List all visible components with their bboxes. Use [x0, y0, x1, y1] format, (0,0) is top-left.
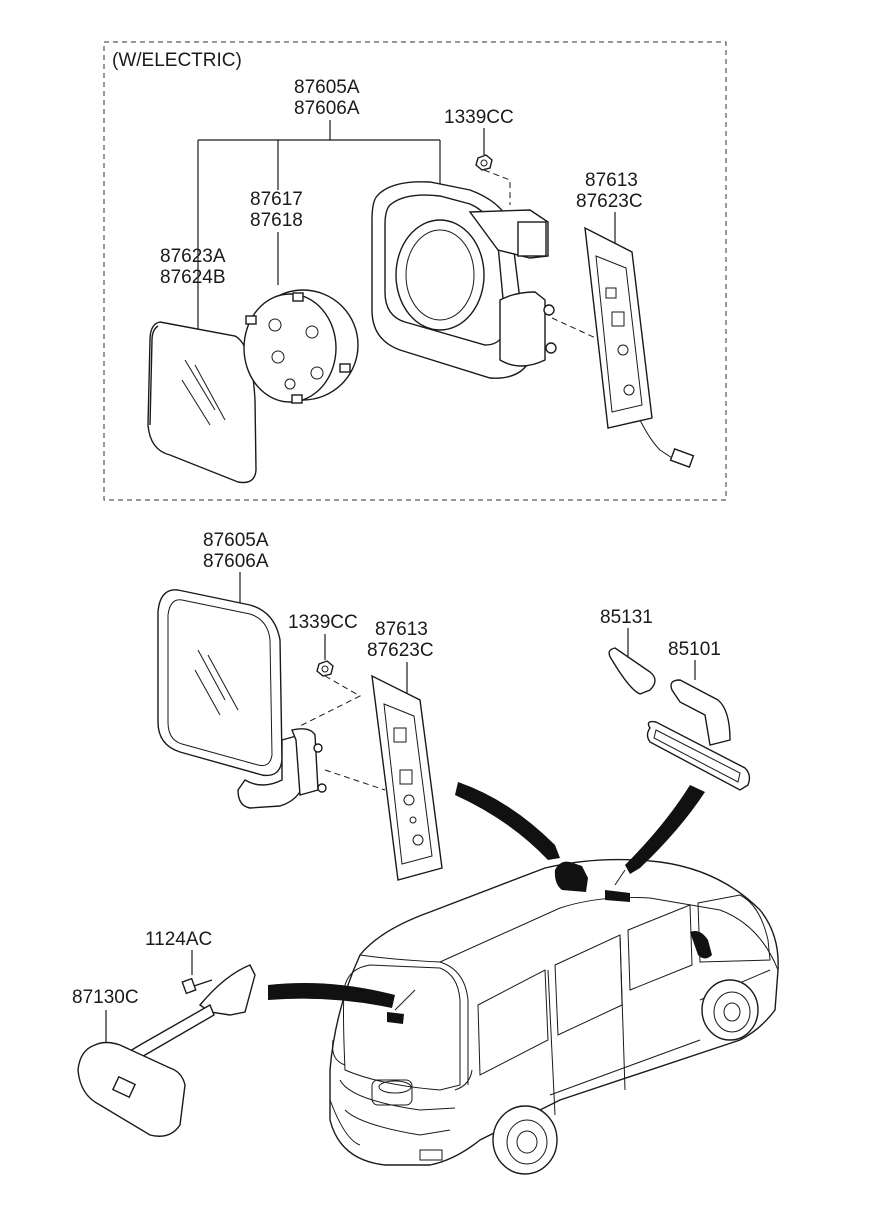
section-label: (W/ELECTRIC) — [112, 50, 242, 71]
callout-lower-cover-a: 87613 — [375, 619, 428, 640]
callout-room-lamp: 85131 — [600, 607, 653, 628]
lower-cover-guide — [324, 769, 386, 791]
lower-nut-guide — [299, 675, 362, 727]
callout-upper-glass-b: 87624B — [160, 267, 226, 288]
callout-upper-actuator-a: 87617 — [250, 189, 303, 210]
callout-upper-cover-b: 87623C — [576, 191, 643, 212]
van-rear-mirror-marker — [387, 1012, 404, 1024]
lower-nut — [316, 660, 334, 677]
upper-mirror-glass — [147, 321, 257, 484]
upper-leader-lines — [197, 120, 616, 330]
van-room-mirror-marker — [605, 890, 630, 902]
arrow-to-rear-mirror — [268, 982, 395, 1008]
inside-rearview-mirror — [646, 679, 751, 791]
room-mirror-pointer — [614, 869, 626, 886]
lower-inside-cover — [371, 674, 443, 881]
callout-lower-mirror-b: 87606A — [203, 551, 269, 572]
lower-mirror-assembly — [157, 589, 327, 809]
callout-upper-nut: 1339CC — [444, 107, 514, 128]
van-side-mirror-marker — [554, 861, 588, 892]
upper-mirror-actuator — [243, 289, 359, 404]
van-body — [329, 858, 779, 1175]
mounting-screw — [181, 977, 213, 995]
room-lamp — [608, 647, 656, 695]
rear-view-mirror — [77, 964, 256, 1137]
callout-screw: 1124AC — [145, 929, 212, 950]
rear-mirror-pointer — [394, 989, 416, 1011]
upper-inside-cover — [584, 226, 695, 468]
arrow-to-room-mirror — [625, 785, 705, 874]
callout-lower-mirror-a: 87605A — [203, 530, 269, 551]
callout-upper-glass-a: 87623A — [160, 246, 226, 267]
callout-lower-cover-b: 87623C — [367, 640, 434, 661]
callout-upper-cover-a: 87613 — [585, 170, 638, 191]
upper-cover-guide — [551, 317, 601, 341]
callout-rear-mirror: 87130C — [72, 987, 139, 1008]
upper-mirror-housing — [371, 181, 557, 379]
electric-section-frame — [103, 41, 727, 501]
callout-upper-mirror-b: 87606A — [294, 98, 360, 119]
upper-nut-guide — [483, 169, 511, 205]
callout-lower-nut: 1339CC — [288, 612, 358, 633]
callout-inside-mirror: 85101 — [668, 639, 721, 660]
callout-upper-mirror-a: 87605A — [294, 77, 360, 98]
callout-upper-actuator-b: 87618 — [250, 210, 303, 231]
upper-nut — [475, 154, 493, 171]
arrow-to-side-mirror — [455, 782, 560, 860]
